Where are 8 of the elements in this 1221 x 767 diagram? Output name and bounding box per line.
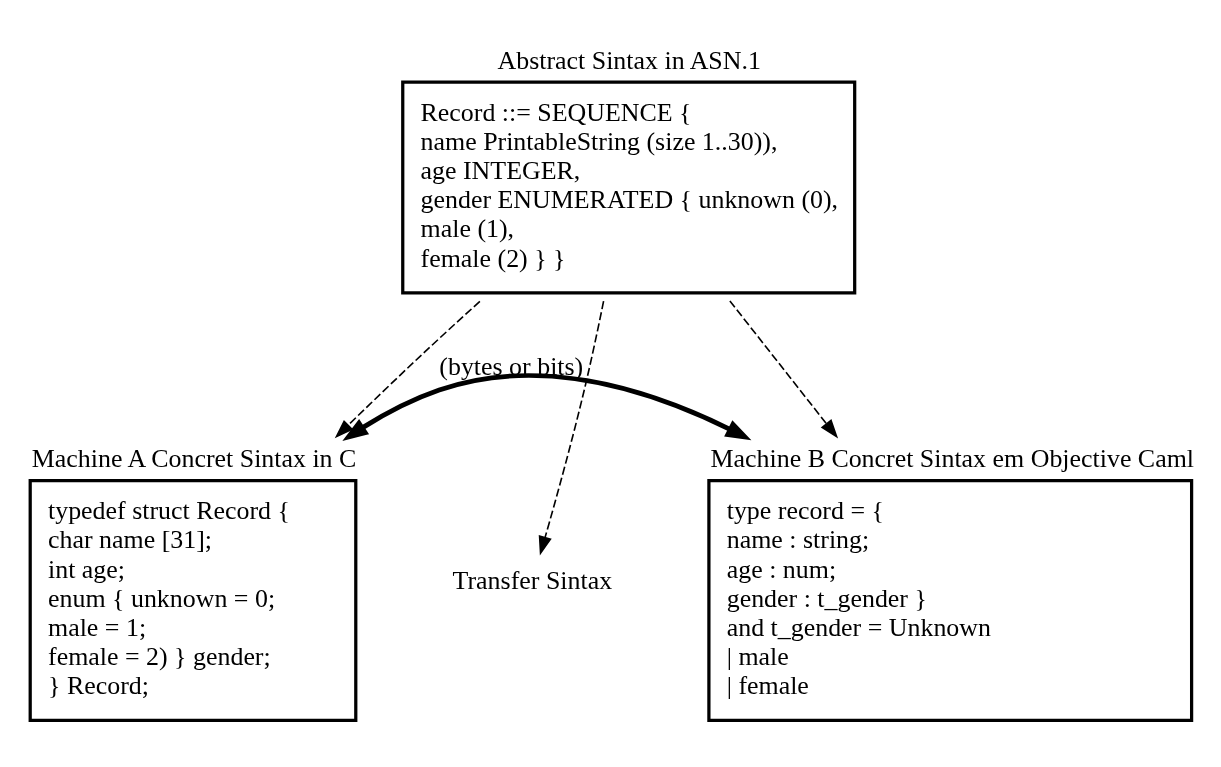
node-text: Transfer Sintax xyxy=(452,565,613,595)
node-label: Machine B Concret Sintax em Objective Caml xyxy=(710,444,1194,474)
node-label: Machine A Concret Sintax in C xyxy=(31,444,357,474)
arrow xyxy=(729,300,839,439)
arrow xyxy=(342,373,752,441)
arrow xyxy=(538,300,605,556)
arrow xyxy=(334,300,481,439)
node-label: Abstract Sintax in ASN.1 xyxy=(497,45,761,75)
